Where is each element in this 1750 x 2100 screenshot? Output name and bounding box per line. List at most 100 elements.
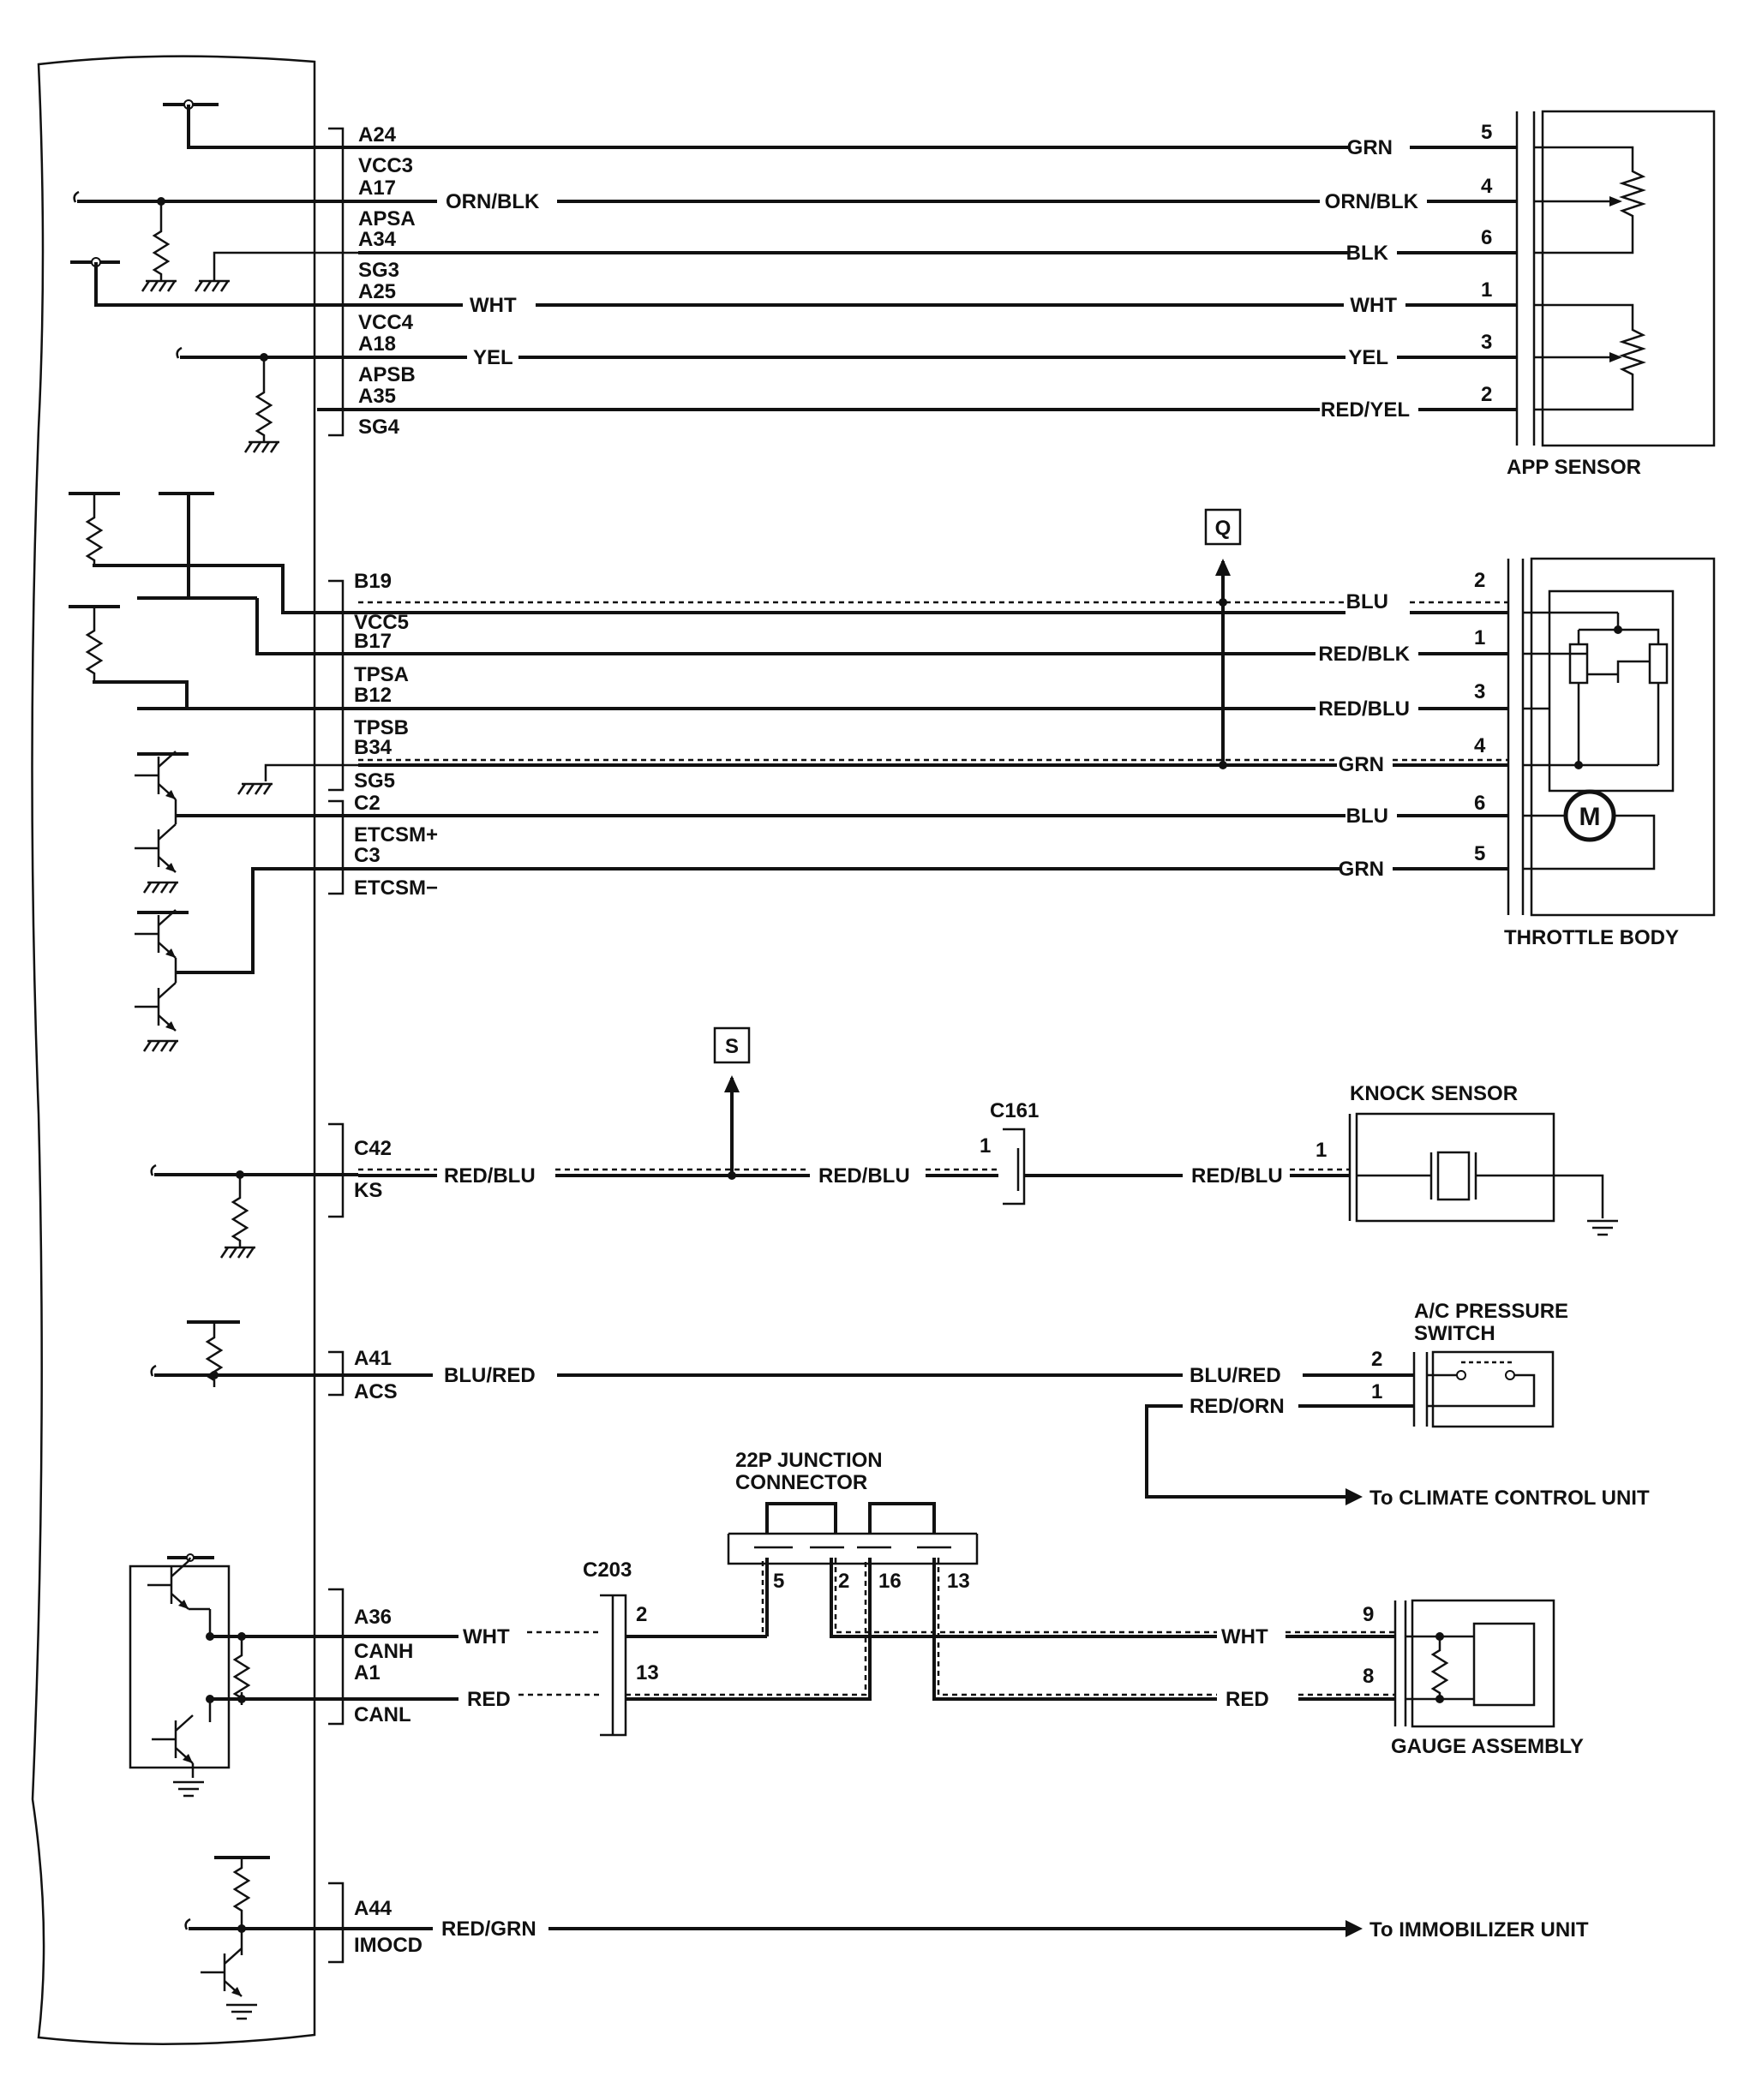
- ecm-pin-label: A25: [358, 280, 396, 303]
- ecm-pin-label: A34: [358, 228, 397, 251]
- connector-label-c161: C161: [990, 1099, 1039, 1122]
- ecm-pin-label: A24: [358, 123, 397, 147]
- knock-sensor-title: KNOCK SENSOR: [1350, 1082, 1518, 1105]
- sensor-pin-number: 1: [1481, 278, 1492, 302]
- ecm-pin-label: B34: [354, 736, 393, 759]
- connector-label-c203: C203: [583, 1559, 632, 1582]
- destination-label: To IMMOBILIZER UNIT: [1369, 1918, 1589, 1941]
- ecm-signal-label: CANL: [354, 1703, 411, 1726]
- ecm-signal-label: APSB: [358, 363, 416, 386]
- wire-color-label: RED/ORN: [1190, 1395, 1285, 1418]
- switch-pin-number: 1: [1371, 1380, 1382, 1403]
- gauge-pin-number: 9: [1363, 1603, 1374, 1626]
- ecm-body: [31, 55, 316, 2046]
- throttle-position-sensors: [1523, 611, 1669, 769]
- ecm-pin-label: C42: [354, 1137, 392, 1160]
- wire-color-label: YEL: [473, 346, 513, 369]
- sensor-pin-number: 5: [1474, 842, 1485, 865]
- ac-wires: [358, 1373, 1414, 1505]
- ecm-pin-label: A41: [354, 1347, 392, 1370]
- app-sensor-wires: [358, 146, 1517, 411]
- ref-label-q: Q: [1215, 517, 1232, 540]
- connector-c203: [600, 1594, 627, 1737]
- wire-color-label: WHT: [1221, 1625, 1268, 1648]
- connector-pin-number: 2: [636, 1603, 647, 1626]
- sensor-pin-number: 2: [1481, 383, 1492, 406]
- ecm-pin-label: B12: [354, 684, 392, 707]
- ecm-pin-label: B17: [354, 630, 392, 653]
- wire-color-label: YEL: [1348, 346, 1388, 369]
- knock-ref-box-s: S: [713, 1026, 751, 1064]
- ecm-signal-label: SG4: [358, 416, 400, 439]
- sensor-pin-number: 5: [1481, 121, 1492, 144]
- ecm-signal-label: ETCSM−: [354, 876, 438, 900]
- wire-color-label: BLU/RED: [444, 1364, 536, 1387]
- ecm-pin-label: A36: [354, 1606, 392, 1629]
- ac-pressure-switch: [1412, 1350, 1555, 1428]
- ecm-pin-label: B19: [354, 570, 392, 593]
- wire-color-label: RED/BLU: [818, 1164, 910, 1188]
- wire-color-label: BLU: [1346, 590, 1388, 613]
- wire-color-label: WHT: [470, 294, 517, 317]
- wire-color-label: RED/BLK: [1318, 643, 1410, 666]
- throttle-ref-box-q: Q: [1204, 508, 1242, 546]
- junction-title-line2: CONNECTOR: [735, 1471, 867, 1494]
- sensor-pin-number: 1: [1315, 1139, 1327, 1162]
- connector-pin-number: 13: [636, 1661, 659, 1684]
- wire-color-label: RED/GRN: [441, 1918, 536, 1941]
- app-sensor-title: APP SENSOR: [1507, 456, 1641, 479]
- ecm-signal-label: VCC5: [354, 611, 409, 634]
- ecm-pin-label: A1: [354, 1661, 381, 1684]
- ecm-signal-label: VCC4: [358, 311, 414, 334]
- ecm-pin-label: C3: [354, 844, 381, 867]
- gauge-assembly-box: [1393, 1599, 1555, 1728]
- ac-switch-title-line1: A/C PRESSURE: [1414, 1300, 1568, 1323]
- junction-pin-number: 2: [838, 1570, 849, 1593]
- junction-pin-number: 5: [773, 1570, 784, 1593]
- junction-connector-22p: [727, 1502, 979, 1565]
- wire-color-label: RED/YEL: [1321, 398, 1410, 422]
- wire-color-label: WHT: [1350, 294, 1397, 317]
- app-sensor-internals: [1534, 146, 1646, 411]
- sensor-pin-number: 2: [1474, 569, 1485, 592]
- ecm-pin-label: A18: [358, 332, 396, 356]
- ecm-signal-label: KS: [354, 1179, 382, 1202]
- knock-sensor-wires: [358, 1075, 1350, 1180]
- ecm-signal-label: APSA: [358, 207, 416, 230]
- wire-color-label: RED: [467, 1688, 511, 1711]
- ecm-signal-label: CANH: [354, 1640, 413, 1663]
- wire-color-label: GRN: [1339, 858, 1384, 881]
- sensor-pin-number: 3: [1481, 331, 1492, 354]
- throttle-motor: M: [1523, 789, 1656, 871]
- ecm-signal-label: ACS: [354, 1380, 398, 1403]
- ecm-signal-label: TPSA: [354, 663, 409, 686]
- connector-c161: [1003, 1128, 1026, 1206]
- ecm-signal-label: TPSB: [354, 716, 409, 739]
- wire-color-label: RED/BLU: [444, 1164, 536, 1188]
- sensor-pin-number: 6: [1474, 792, 1485, 815]
- wire-color-label: BLU: [1346, 805, 1388, 828]
- sensor-pin-number: 6: [1481, 226, 1492, 249]
- ecm-connector-brackets: [328, 127, 345, 1964]
- wire-color-label: BLU/RED: [1190, 1364, 1281, 1387]
- throttle-body-title: THROTTLE BODY: [1504, 926, 1679, 949]
- ref-label-s: S: [725, 1035, 739, 1058]
- ecm-signal-label: SG5: [354, 769, 395, 793]
- ecm-pin-label: A35: [358, 385, 396, 408]
- wire-color-label: GRN: [1347, 136, 1393, 159]
- destination-label: To CLIMATE CONTROL UNIT: [1369, 1487, 1650, 1510]
- connector-pin-number: 1: [980, 1134, 991, 1158]
- sensor-pin-number: 3: [1474, 680, 1485, 703]
- ecm-signal-label: ETCSM+: [354, 823, 438, 847]
- ecm-pin-label: A44: [354, 1897, 393, 1920]
- knock-sensor-box: [1348, 1112, 1620, 1236]
- switch-pin-number: 2: [1371, 1348, 1382, 1371]
- wire-color-label: ORN/BLK: [446, 190, 540, 213]
- gauge-pin-number: 8: [1363, 1665, 1374, 1688]
- junction-title-line1: 22P JUNCTION: [735, 1449, 883, 1472]
- sensor-pin-number: 4: [1474, 734, 1486, 757]
- ecm-signal-label: IMOCD: [354, 1934, 423, 1957]
- throttle-body-connector: [1507, 557, 1716, 917]
- gauge-assembly-title: GAUGE ASSEMBLY: [1391, 1735, 1584, 1758]
